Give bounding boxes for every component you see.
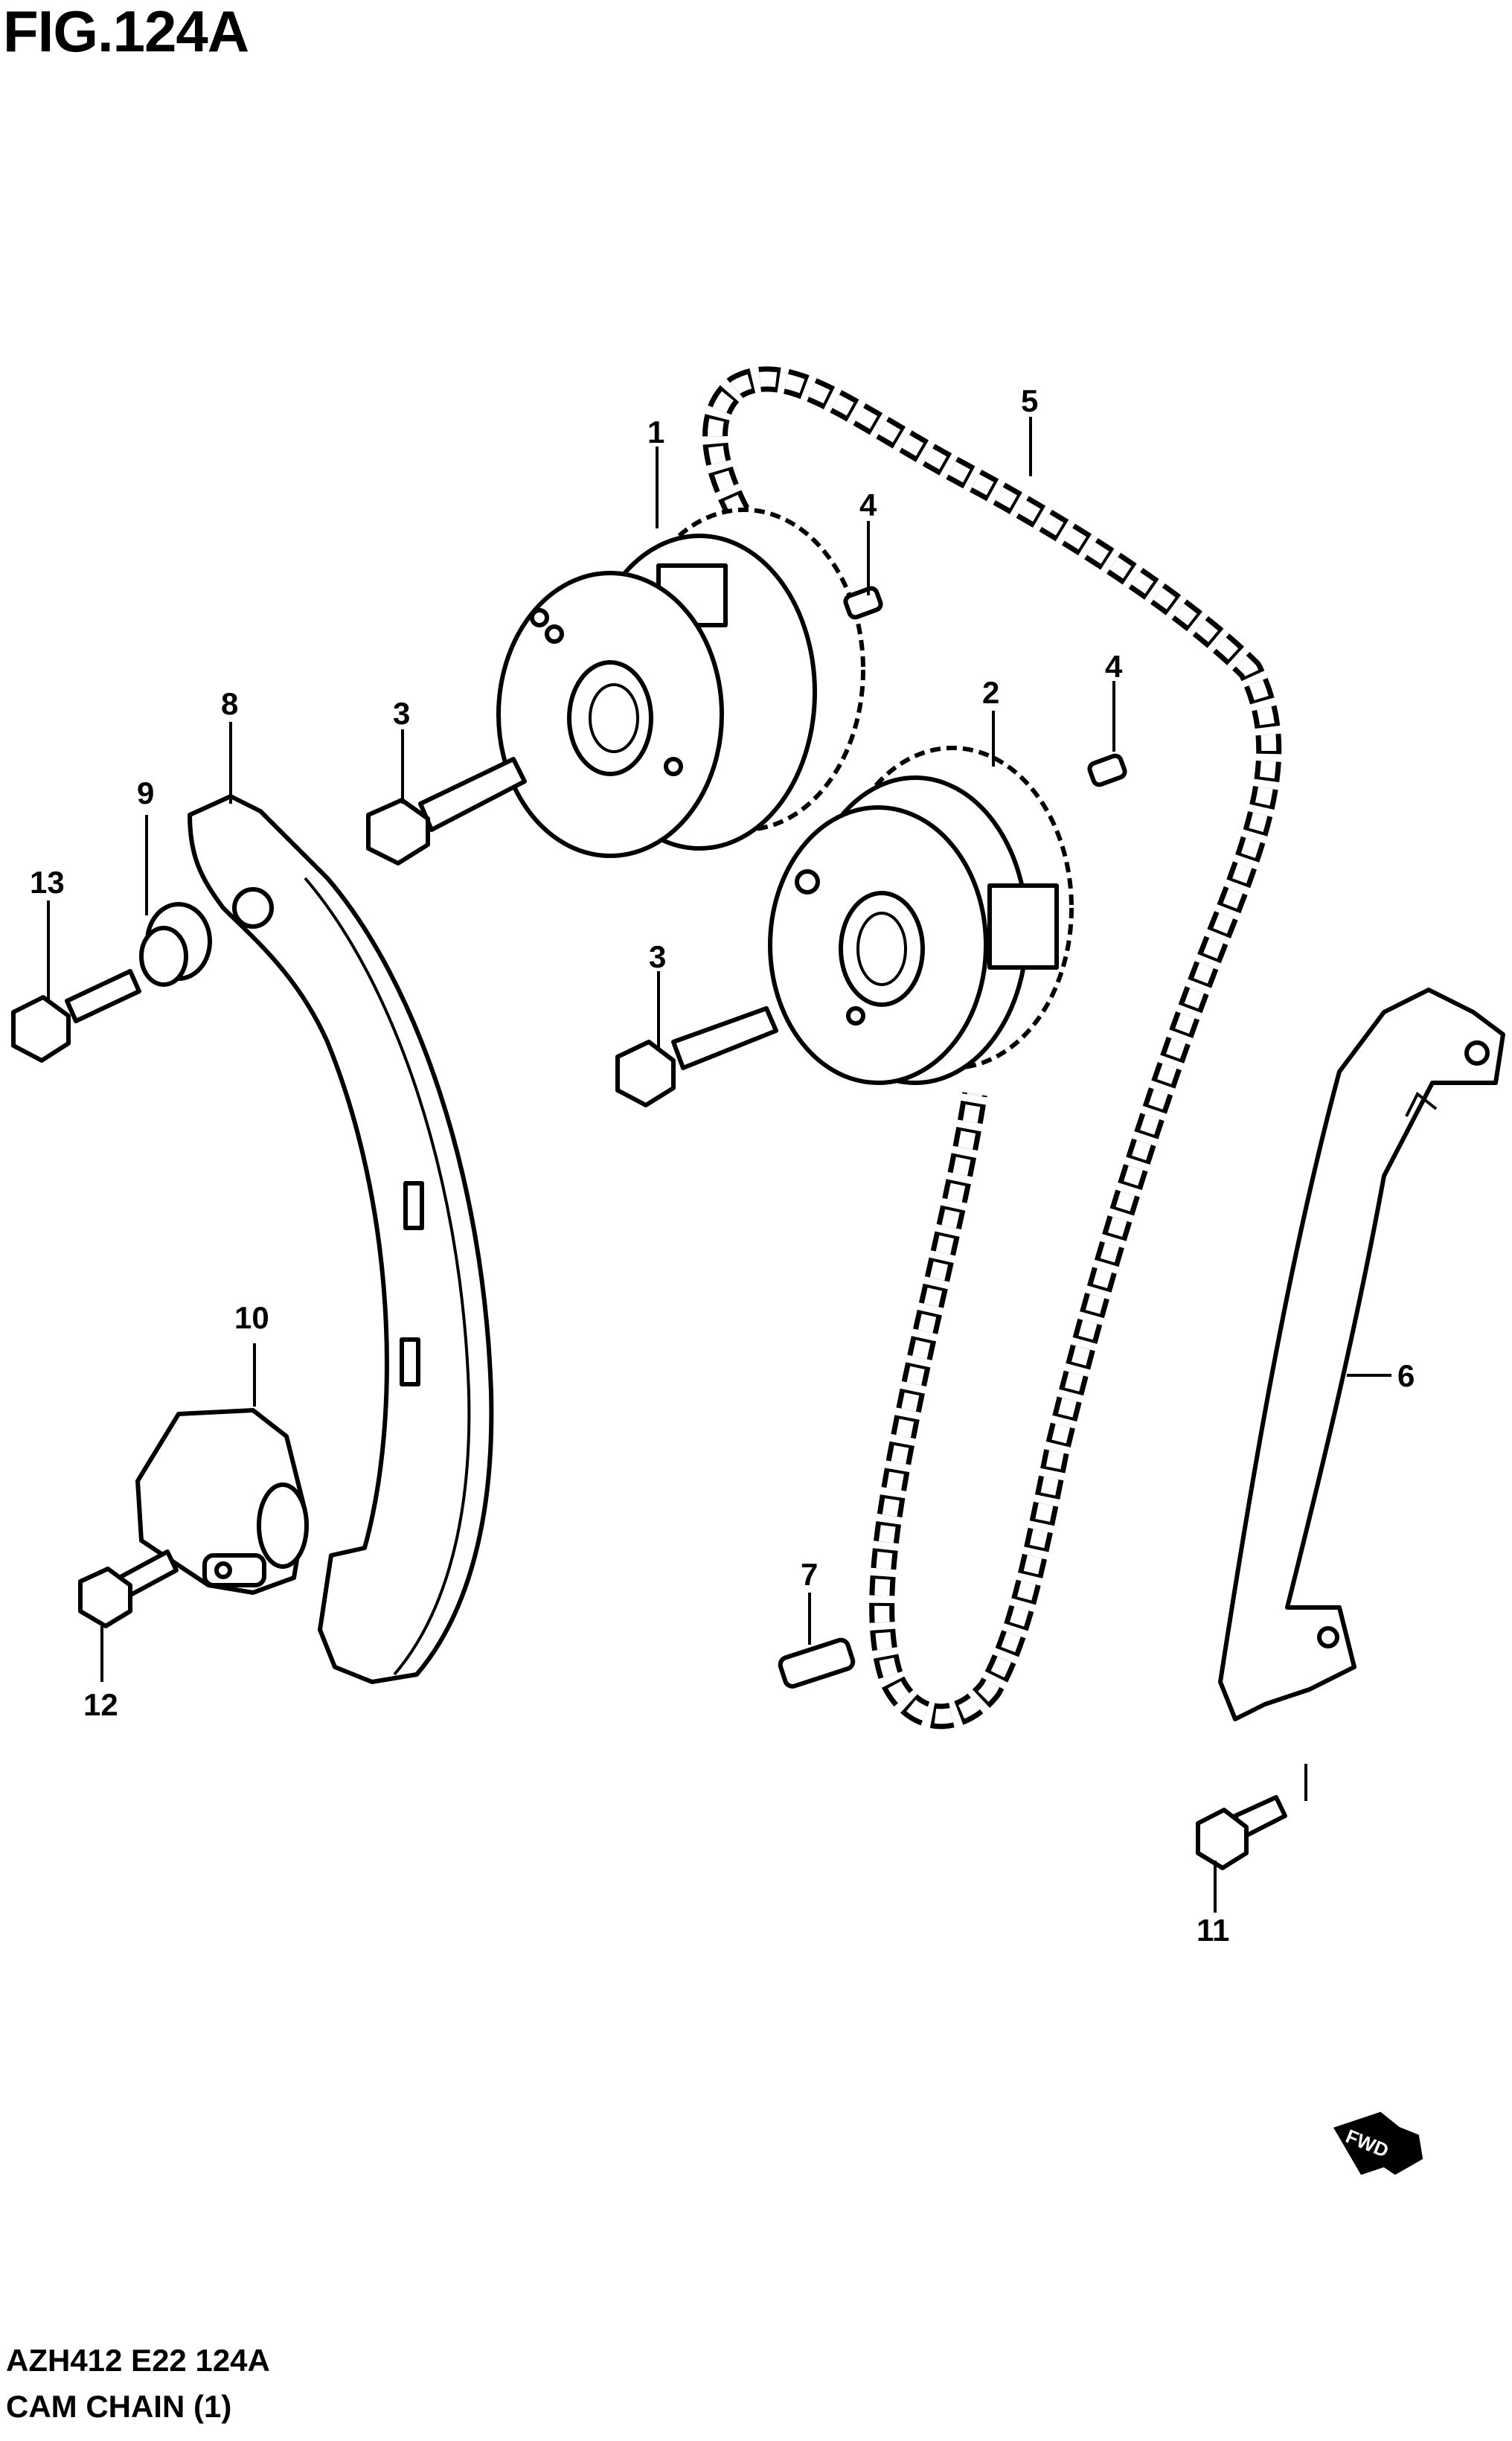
figure-name: CAM CHAIN (1) [6,2389,232,2424]
callout-3-lower: 3 [649,939,666,974]
callout-11: 11 [1197,1913,1229,1948]
callout-13: 13 [30,865,65,900]
callout-6: 6 [1397,1358,1415,1393]
callout-9: 9 [137,775,154,810]
tensioner-arm[interactable] [188,794,494,1684]
callout-7: 7 [801,1557,818,1592]
sprocket-bolt-upper[interactable] [366,757,527,866]
callout-4-lower: 4 [1105,649,1123,684]
figure-title: FIG.124A [3,0,249,64]
tensioner-bolt[interactable] [78,1549,179,1628]
dowel-pin-upper[interactable] [843,586,883,620]
fwd-direction-arrow: FWD [1333,2111,1423,2175]
camshaft-sprocket-intake[interactable] [496,508,865,858]
dowel-pin-lower[interactable] [1087,753,1127,787]
sprocket-bolt-lower[interactable] [615,1006,778,1107]
callout-10: 10 [234,1300,269,1335]
callout-3-upper: 3 [393,696,410,731]
dowel-pin-chain[interactable] [778,1637,856,1689]
tensioner-arm-bolt[interactable] [11,969,141,1063]
callout-12: 12 [83,1687,118,1722]
callout-2: 2 [982,675,999,710]
cam-chain[interactable] [702,366,1282,1730]
guide-bolt[interactable] [1196,1795,1287,1870]
callout-5: 5 [1021,383,1038,418]
callout-1: 1 [647,415,664,450]
chain-guide[interactable] [1218,988,1505,1721]
washer[interactable] [139,902,212,987]
figure-code: AZH412 E22 124A [6,2343,270,2378]
camshaft-sprocket-exhaust[interactable] [768,746,1074,1085]
leader-lines [47,417,1391,1913]
callout-4-upper: 4 [859,487,877,522]
callout-8: 8 [221,686,238,721]
